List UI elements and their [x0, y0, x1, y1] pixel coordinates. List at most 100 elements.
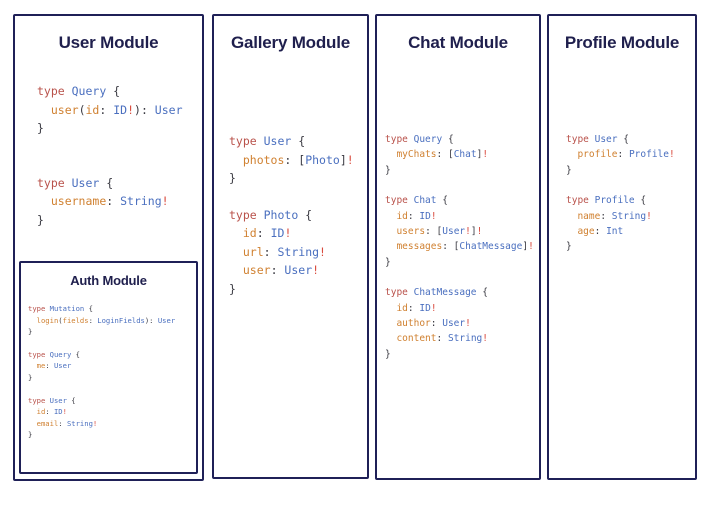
code-token-punc — [229, 153, 243, 167]
code-line: id: ID! — [28, 406, 175, 418]
code-token-bang: ! — [161, 194, 169, 208]
code-block-gap — [37, 138, 183, 174]
code-token-punc: : — [407, 302, 420, 314]
code-token-arg: fields — [62, 315, 89, 325]
code-token-type: Query — [413, 134, 443, 145]
code-block-gap — [28, 338, 175, 349]
code-line: type User { — [566, 132, 675, 147]
code-token-bang: ! — [92, 418, 98, 428]
code-line: profile: Profile! — [566, 147, 674, 162]
code-line: username: String! — [37, 192, 183, 211]
code-token-field: username — [50, 194, 107, 208]
code-token-punc — [37, 103, 51, 117]
code-token-punc — [37, 194, 51, 208]
code-token-field: me — [36, 361, 46, 371]
panel-title-gallery-module: Gallery Module — [230, 33, 351, 52]
panel-title-chat-module: Chat Module — [408, 33, 508, 52]
code-token-field: profile — [577, 149, 618, 161]
code-token-punc — [28, 361, 37, 370]
panel-chat-module[interactable]: Chat Module type Query { myChats: [Chat]… — [375, 14, 541, 480]
code-line: type Photo { — [229, 206, 354, 225]
code-token-punc: } — [229, 281, 236, 296]
code-line: } — [385, 255, 534, 270]
code-token-punc — [385, 149, 396, 160]
code-line: url: String! — [229, 243, 354, 262]
code-token-punc: : — [425, 226, 437, 238]
code-token-punc: { — [66, 395, 76, 405]
code-line: } — [566, 163, 675, 178]
code-token-type: User — [53, 361, 72, 371]
code-token-punc: : — [436, 333, 448, 345]
code-token-punc: : — [407, 210, 420, 222]
code-token-field: name — [577, 210, 601, 222]
code-token-punc: : — [256, 226, 271, 240]
graphql-type-definition: type Query { me: User} — [28, 349, 175, 384]
code-token-field: id — [242, 226, 257, 240]
graphql-type-definition: type ChatMessage { id: ID! author: User!… — [385, 285, 534, 362]
code-token-field: id — [396, 302, 408, 314]
code-token-punc: { — [634, 195, 647, 207]
panel-gallery-module[interactable]: Gallery Module type User { photos: [Phot… — [212, 14, 369, 479]
panel-auth-module[interactable]: Auth Module type Mutation { login(fields… — [19, 261, 198, 474]
code-token-type: User — [49, 395, 67, 405]
graphql-type-definition: type Query { myChats: [Chat]!} — [385, 132, 534, 178]
code-line: } — [37, 211, 183, 230]
code-line: type Query { — [385, 132, 534, 147]
code-token-field: url — [242, 244, 264, 259]
code-token-punc: } — [385, 348, 391, 360]
code-token-bang: ! — [476, 226, 483, 238]
code-line: type User { — [229, 132, 354, 151]
code-token-punc: [ — [453, 241, 460, 253]
code-token-type: LoginFields — [97, 315, 145, 325]
code-token-punc: : — [442, 241, 454, 253]
code-token-punc: { — [617, 134, 629, 145]
code-token-type: User — [442, 318, 466, 330]
code-token-punc — [28, 419, 37, 428]
graphql-type-definition: type User { profile: Profile!} — [566, 132, 675, 178]
code-token-kw: type — [385, 134, 414, 145]
code-line: } — [385, 163, 534, 178]
code-token-punc: } — [28, 327, 33, 337]
code-token-punc: ( — [58, 315, 63, 325]
code-token-punc: } — [385, 256, 391, 268]
code-token-punc — [566, 226, 577, 237]
code-line: type Query { — [37, 82, 183, 101]
code-token-field: myChats — [396, 149, 437, 161]
code-token-punc: { — [442, 134, 454, 145]
code-line: myChats: [Chat]! — [385, 147, 534, 162]
code-token-bang: ! — [127, 102, 135, 117]
code-line: age: Int — [566, 224, 675, 239]
code-token-field: id — [396, 210, 408, 222]
code-token-field: login — [36, 315, 59, 325]
panel-title-user-module: User Module — [58, 33, 159, 52]
code-token-punc: { — [476, 287, 488, 299]
code-token-punc — [28, 407, 37, 416]
code-token-punc: } — [37, 212, 44, 227]
code-line: content: String! — [385, 331, 534, 346]
code-token-punc — [385, 333, 396, 344]
code-token-punc: : — [270, 263, 285, 277]
code-token-type: Profile — [594, 195, 635, 207]
code-token-punc — [385, 211, 396, 222]
code-token-type: String — [447, 333, 483, 345]
code-token-bang: ! — [482, 149, 489, 161]
panel-user-module[interactable]: User Module type Query { user(id: ID!): … — [13, 14, 204, 481]
code-line: type User { — [37, 174, 183, 193]
code-token-punc: ] — [339, 152, 347, 167]
code-line: } — [229, 169, 354, 188]
code-token-type: User — [594, 134, 618, 145]
code-token-kw: type — [229, 134, 264, 148]
code-token-type: User — [442, 226, 466, 238]
code-token-bang: ! — [62, 407, 67, 417]
code-token-kw: type — [385, 195, 414, 207]
code-token-field: author — [396, 318, 431, 330]
code-token-field: users — [396, 226, 426, 238]
code-token-punc: : — [45, 407, 54, 417]
code-token-punc: : — [99, 102, 114, 117]
panel-profile-module[interactable]: Profile Module type User { profile: Prof… — [547, 14, 697, 480]
panel-title-profile-module: Profile Module — [564, 33, 680, 52]
code-token-punc: : — [617, 149, 629, 161]
code-token-bang: ! — [284, 226, 292, 240]
code-token-punc: : — [594, 226, 607, 238]
code-token-punc: } — [385, 164, 391, 176]
